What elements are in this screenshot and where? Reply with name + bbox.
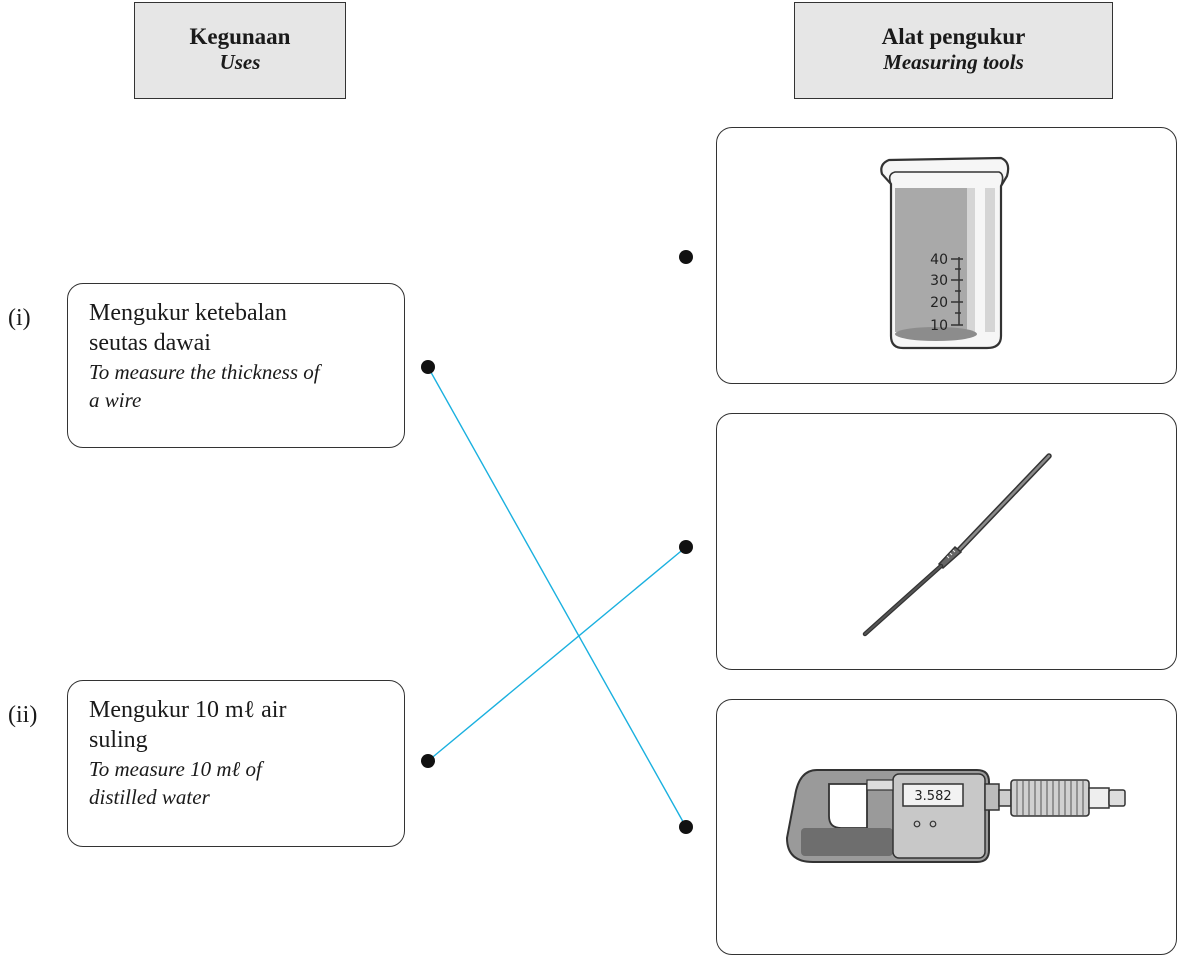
dot-tool-micrometer[interactable] [679,820,693,834]
connector-line-ii-to-thermometer [427,546,687,762]
dot-tool-beaker[interactable] [679,250,693,264]
use-ii-malay-line-1: Mengukur 10 mℓ air [89,697,287,723]
beaker-scale-10: 10 [930,318,948,334]
beaker-scale-20: 20 [930,295,948,311]
beaker-scale-40: 40 [930,252,948,268]
dot-use-ii[interactable] [421,754,435,768]
tools-header-subtitle: Measuring tools [883,50,1024,74]
use-ii-english-line-2: distilled water [89,785,210,809]
use-i-malay-line-1: Mengukur ketebalan [89,300,287,326]
thermometer-icon [862,453,1052,637]
beaker-scale-30: 30 [930,273,948,289]
use-i-english-line-1: To measure the thickness of [89,360,320,384]
uses-header-title: Kegunaan [189,24,291,49]
use-ii-english-line-1: To measure 10 mℓ of [89,757,262,781]
tools-header: Alat pengukur Measuring tools [794,2,1113,99]
dot-use-i[interactable] [421,360,435,374]
use-box-ii[interactable]: Mengukur 10 mℓ air suling To measure 10 … [67,680,405,847]
use-i-malay-line-2: seutas dawai [89,330,211,356]
micrometer-icon: 3.582 [785,769,1126,863]
use-numeral-ii: (ii) [8,702,38,728]
dot-tool-thermometer[interactable] [679,540,693,554]
use-ii-malay-line-2: suling [89,727,148,753]
micrometer-display-value: 3.582 [914,789,951,804]
beaker-icon: 40 30 20 10 [880,156,1010,350]
use-box-i[interactable]: Mengukur ketebalan seutas dawai To measu… [67,283,405,448]
tool-box-beaker[interactable]: 40 30 20 10 [716,127,1177,384]
tool-box-thermometer[interactable] [716,413,1177,670]
uses-header-subtitle: Uses [219,50,261,74]
connector-line-i-to-micrometer [427,366,687,828]
tools-header-title: Alat pengukur [881,24,1026,49]
use-numeral-i: (i) [8,305,31,331]
uses-header: Kegunaan Uses [134,2,346,99]
use-i-english-line-2: a wire [89,388,142,412]
